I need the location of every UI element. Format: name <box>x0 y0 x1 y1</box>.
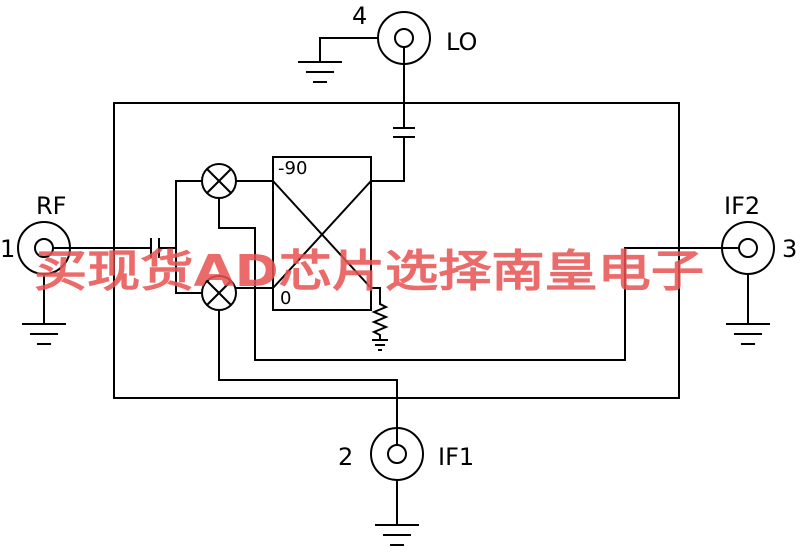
hybrid-label-0: 0 <box>280 288 291 309</box>
lo-port-label: LO <box>446 28 477 56</box>
if1-port-label: IF1 <box>438 443 474 471</box>
rf-port-number: 1 <box>0 235 15 263</box>
if1-connector-inner <box>387 444 407 464</box>
if2-port: IF2 3 <box>218 192 797 361</box>
lo-to-hybrid-wire <box>371 137 405 182</box>
rf-port: 1 RF <box>0 192 176 345</box>
if2-port-label: IF2 <box>724 192 760 220</box>
lower-mixer-to-if1-wire <box>218 310 398 445</box>
if2-connector-inner <box>738 238 758 258</box>
lo-capacitor-icon <box>393 127 415 138</box>
if2-port-number: 3 <box>782 235 797 263</box>
watermark-text: 买现货AD芯片选择南皇电子 <box>34 246 704 297</box>
termination-ground-icon <box>372 339 388 351</box>
lo-connector-inner <box>394 28 414 48</box>
upper-mixer-to-if2-wire <box>218 198 739 361</box>
termination-resistor-icon <box>371 300 389 340</box>
hybrid-box <box>272 156 372 311</box>
termination-wire <box>371 287 381 300</box>
if1-port-number: 2 <box>338 443 353 471</box>
upper-mixer-icon <box>201 163 237 199</box>
rf-split-upper-wire <box>175 180 202 248</box>
rf-port-label: RF <box>36 192 66 220</box>
if1-ground-icon <box>375 524 419 546</box>
rf-ground-icon <box>22 323 66 345</box>
quadrature-hybrid: -90 0 <box>272 156 389 351</box>
if2-ground-icon <box>726 323 770 345</box>
lo-port: 4 LO <box>298 2 477 182</box>
if1-port: 2 IF1 <box>218 310 474 546</box>
hybrid-label-90: -90 <box>278 158 307 179</box>
lo-ground-icon <box>298 61 342 83</box>
rf-split-lower-wire <box>175 248 202 294</box>
lo-port-number: 4 <box>352 2 367 30</box>
lo-shield-wire <box>319 37 378 62</box>
hybrid-cross-b <box>272 180 372 289</box>
